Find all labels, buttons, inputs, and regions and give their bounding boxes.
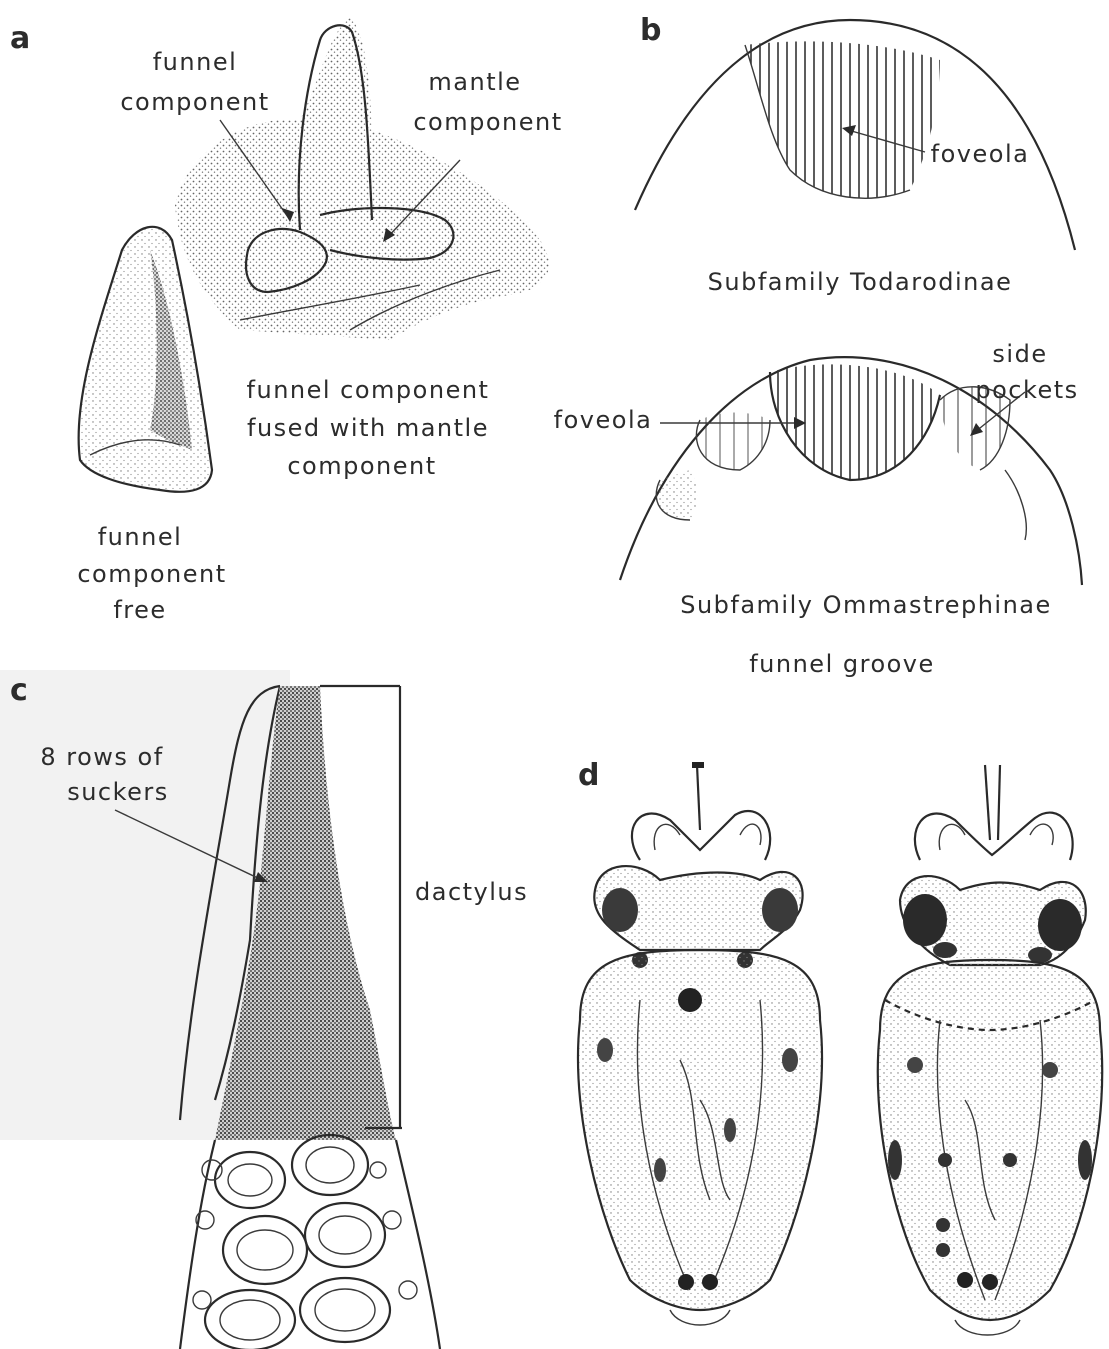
todarodinae-groove-drawing	[635, 20, 1075, 250]
paralarva-left-drawing	[578, 700, 822, 1325]
label-free-3: free	[113, 596, 166, 624]
label-side-2: pockets	[975, 376, 1078, 404]
paralarva-right-drawing	[878, 765, 1102, 1335]
panel-a-letter: a	[10, 21, 30, 56]
panel-d-letter: d	[578, 758, 599, 793]
label-dactylus: dactylus	[415, 878, 528, 906]
label-fused-1: funnel component	[247, 376, 490, 404]
label-free-2: component	[77, 560, 226, 588]
label-foveola-top: foveola	[931, 140, 1030, 168]
label-fused-3: component	[287, 452, 436, 480]
label-mantle-component-2: component	[413, 108, 562, 136]
label-subfamily-todarodinae: Subfamily Todarodinae	[708, 268, 1013, 296]
panel-c: c	[0, 670, 528, 1349]
label-fused-2: fused with mantle	[247, 414, 489, 442]
label-free-1: funnel	[98, 523, 183, 551]
panel-b-letter: b	[640, 13, 661, 48]
label-rows-2: suckers	[67, 778, 169, 806]
label-rows-1: 8 rows of	[40, 743, 163, 771]
label-funnel-groove: funnel groove	[749, 650, 935, 678]
label-funnel-component-2: component	[120, 88, 269, 116]
panel-b: b foveola Subfamily Todarodinae	[554, 13, 1082, 678]
panel-c-letter: c	[10, 673, 28, 708]
label-subfamily-ommastrephinae: Subfamily Ommastrephinae	[680, 591, 1052, 619]
panel-a: a funnel component mantle component funn…	[0, 0, 563, 640]
label-side-1: side	[992, 340, 1047, 368]
label-funnel-component-1: funnel	[153, 48, 238, 76]
panel-d: d	[578, 700, 1102, 1335]
label-mantle-component-1: mantle	[428, 68, 521, 96]
label-foveola-bottom: foveola	[554, 406, 653, 434]
